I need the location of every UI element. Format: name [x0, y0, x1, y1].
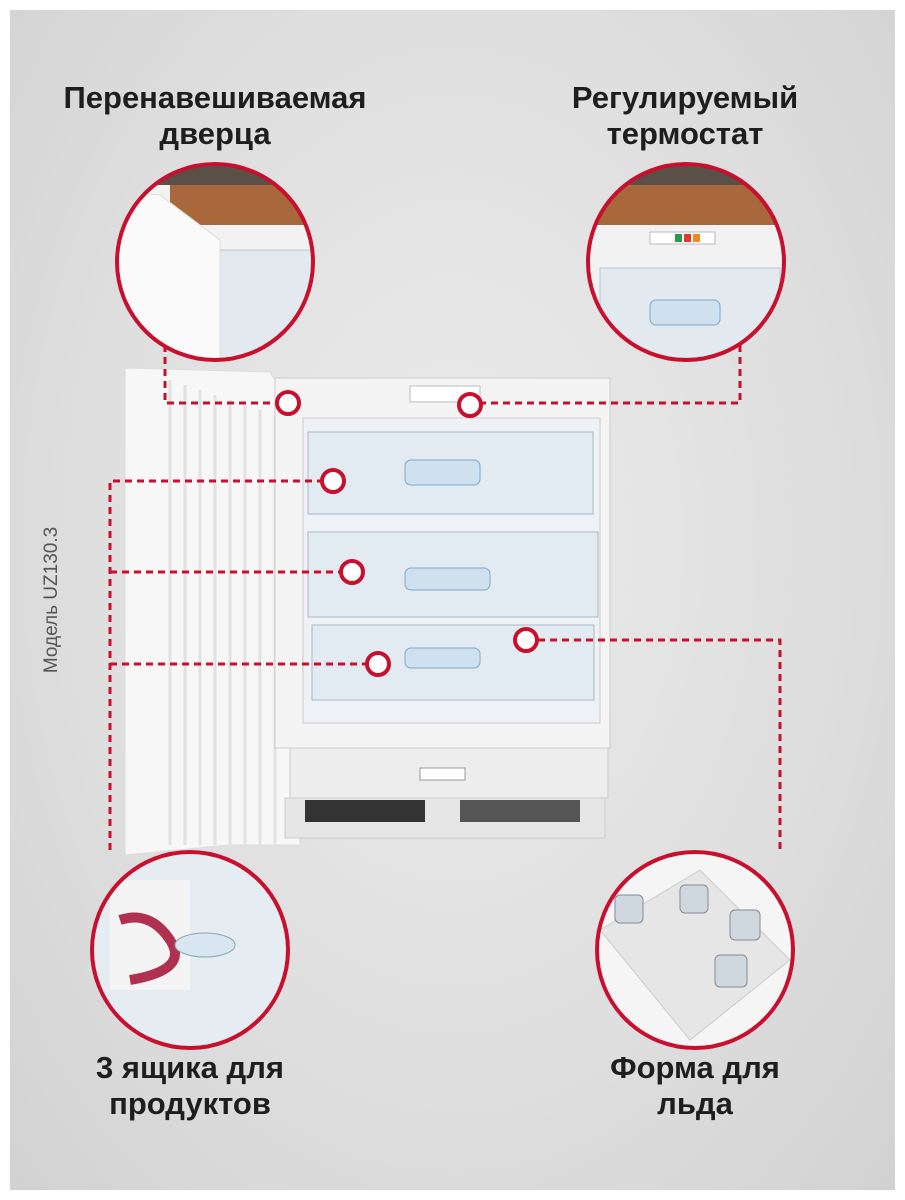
model-label: Модель UZ130.3 — [41, 526, 62, 674]
fridge-body — [274, 377, 611, 839]
door-closeup — [117, 164, 313, 360]
feature-thermostat-label: Регулируемый термостат — [571, 80, 799, 151]
closeup-rings — [90, 162, 795, 1050]
callout-lines — [108, 345, 782, 850]
feature-door-label: Перенавешиваемая дверца — [63, 80, 367, 151]
drawers-closeup — [92, 852, 288, 1048]
feature-ice-label: Форма для льда — [610, 1050, 780, 1121]
hotspot-markers — [275, 390, 539, 677]
ice-tray-closeup — [597, 852, 793, 1048]
feature-drawers-label: 3 ящика для продуктов — [96, 1050, 284, 1121]
fridge-door — [124, 367, 301, 856]
